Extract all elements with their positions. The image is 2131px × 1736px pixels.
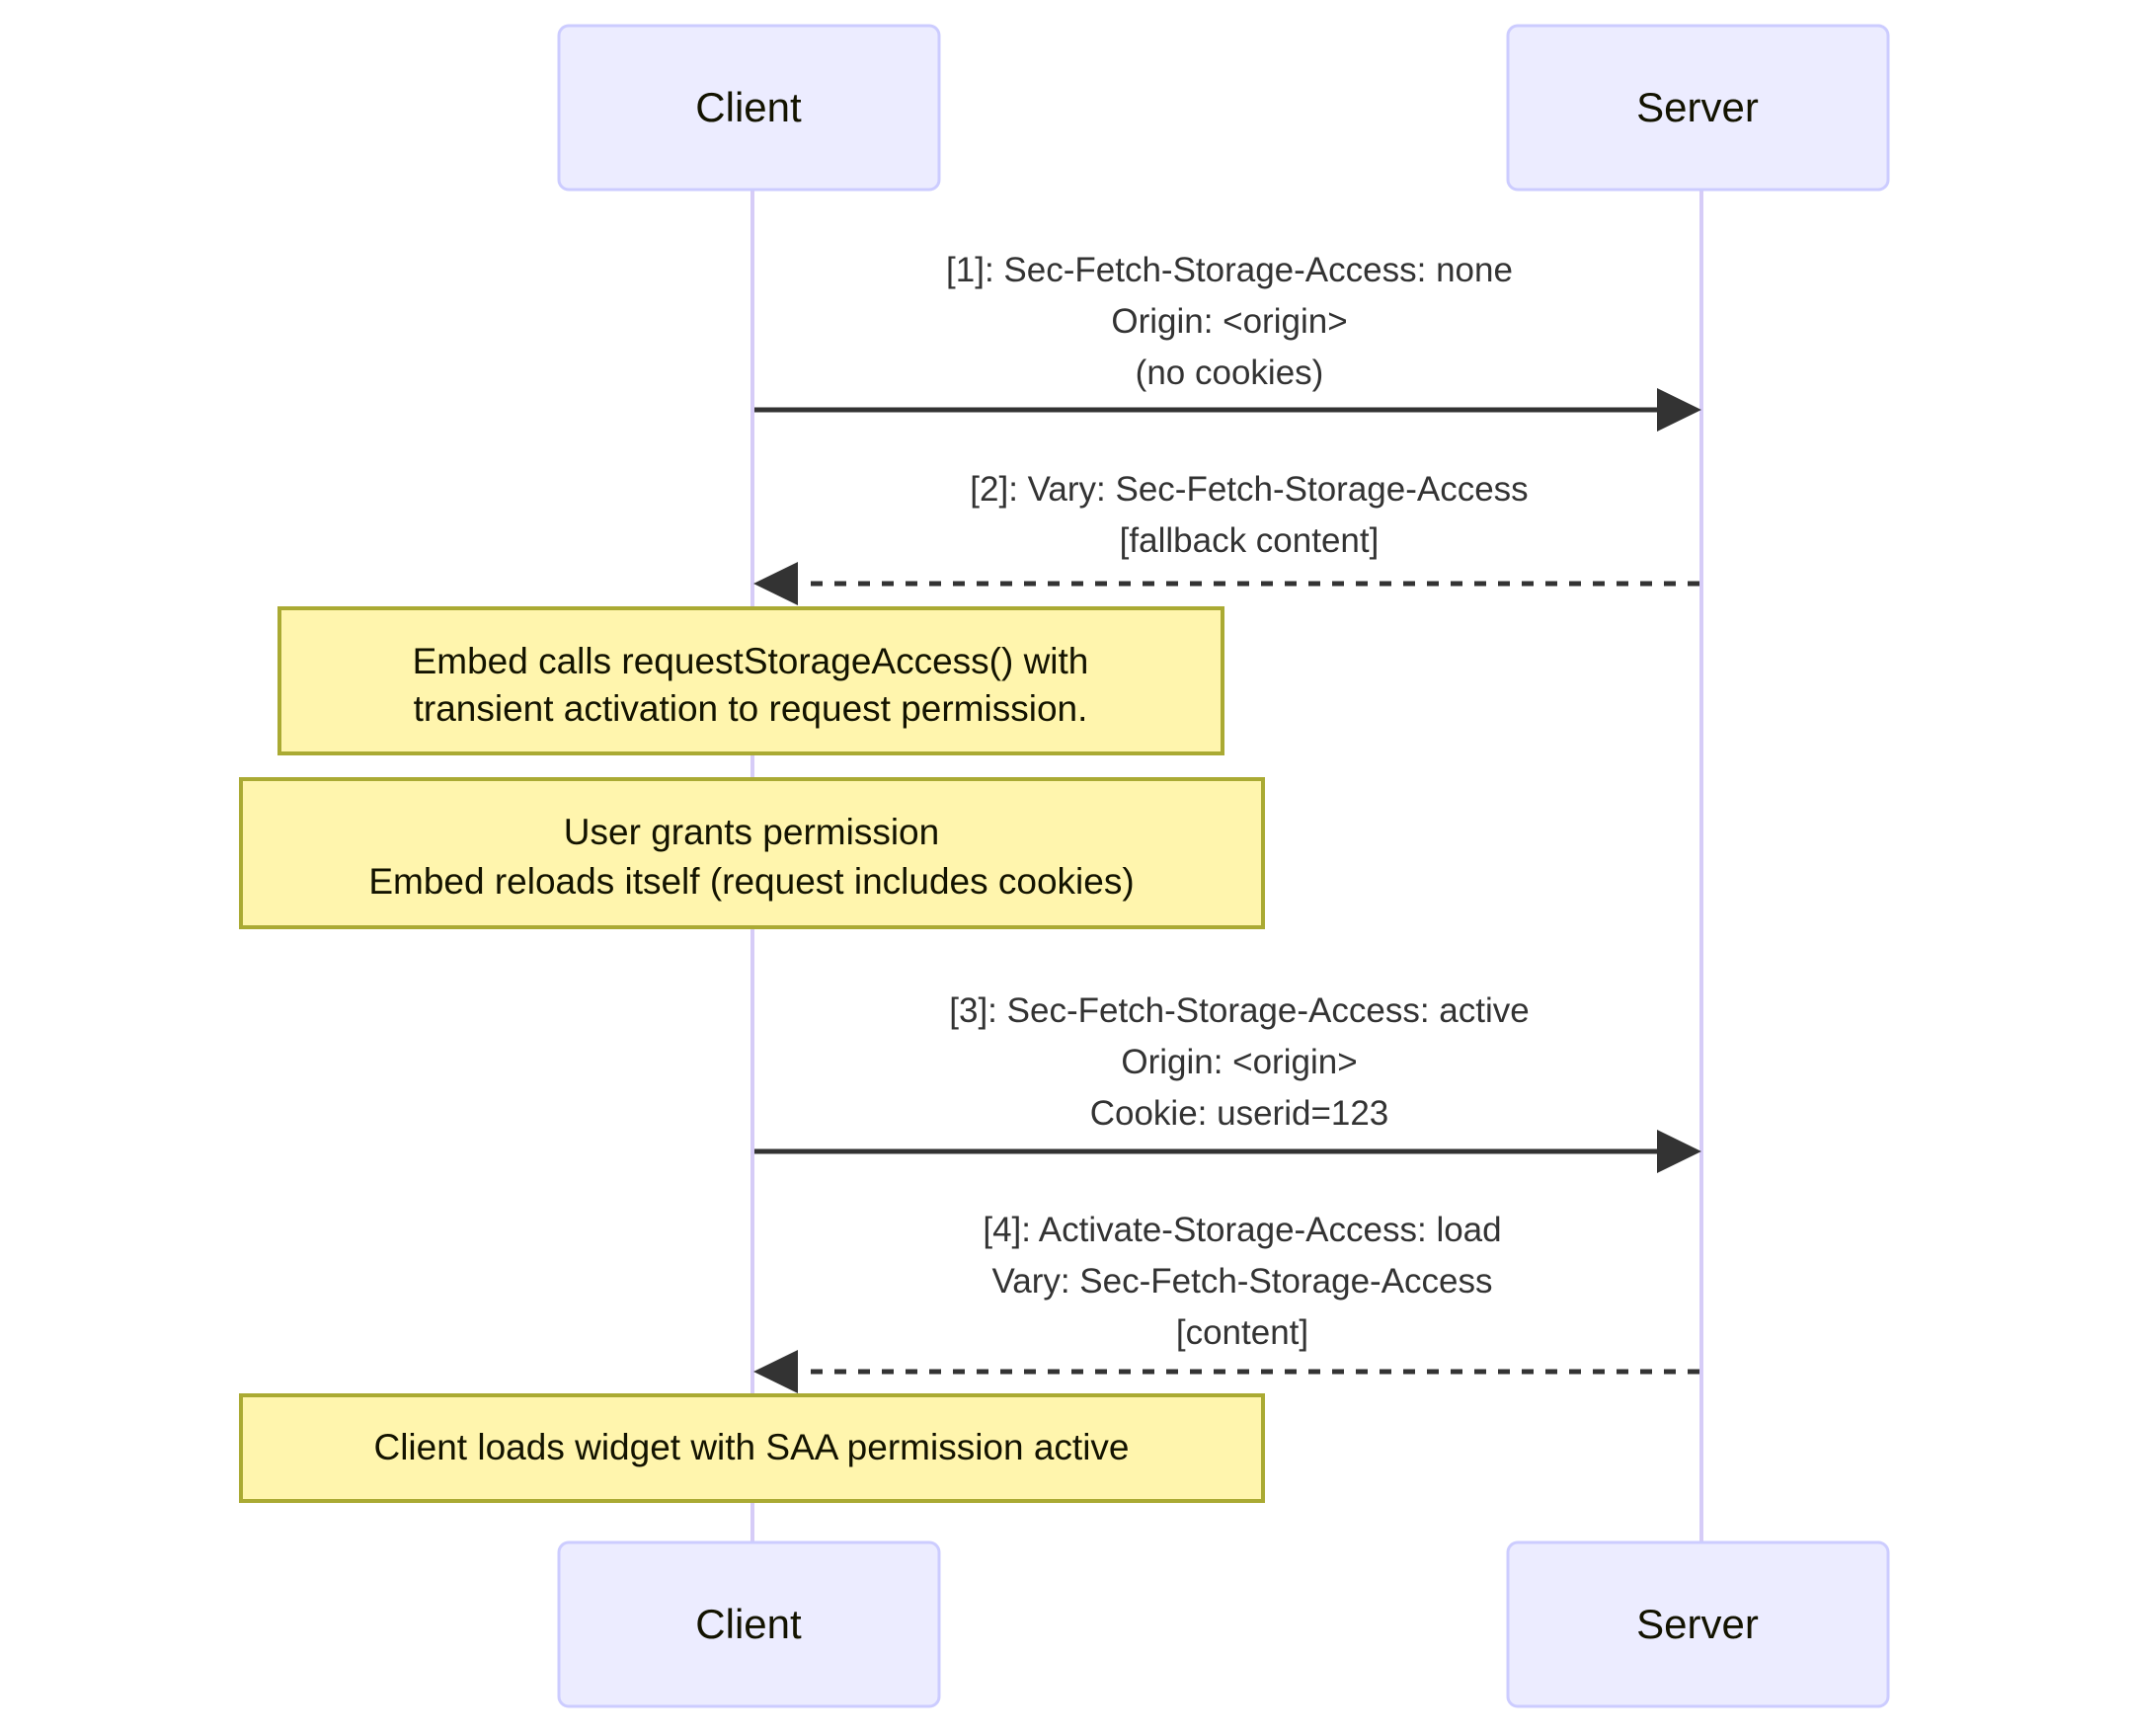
message-1[interactable]: [1]: Sec-Fetch-Storage-Access: none Orig…	[754, 251, 1701, 432]
note-1-box	[277, 606, 1224, 755]
message-3-line-2: Origin: <origin>	[1121, 1043, 1357, 1081]
message-4-arrowhead-icon	[753, 1350, 798, 1393]
message-1-line-1: [1]: Sec-Fetch-Storage-Access: none	[946, 251, 1513, 289]
actor-client-top[interactable]: Client	[557, 24, 941, 192]
message-1-line-2: Origin: <origin>	[1111, 302, 1347, 341]
actor-box-client-bottom[interactable]	[557, 1540, 941, 1708]
message-4[interactable]: [4]: Activate-Storage-Access: load Vary:…	[753, 1211, 1699, 1393]
actor-label-server-top: Server	[1636, 84, 1759, 130]
note-1: Embed calls requestStorageAccess() with …	[277, 606, 1224, 755]
actor-label-client-bottom: Client	[695, 1601, 802, 1647]
actor-server-bottom[interactable]: Server	[1506, 1540, 1890, 1708]
note-1-line-1: Embed calls requestStorageAccess() with	[413, 641, 1089, 681]
note-3-box	[239, 1393, 1265, 1503]
message-2-line-2: [fallback content]	[1120, 521, 1380, 560]
message-3[interactable]: [3]: Sec-Fetch-Storage-Access: active Or…	[754, 991, 1701, 1173]
actor-box-server-top[interactable]	[1506, 24, 1890, 192]
message-2-line-1: [2]: Vary: Sec-Fetch-Storage-Access	[970, 470, 1528, 509]
note-2-box	[239, 777, 1265, 929]
actor-server-top[interactable]: Server	[1506, 24, 1890, 192]
note-3-line-1: Client loads widget with SAA permission …	[373, 1427, 1129, 1467]
note-3: Client loads widget with SAA permission …	[239, 1393, 1265, 1503]
message-1-arrowhead-icon	[1657, 388, 1701, 432]
message-3-line-1: [3]: Sec-Fetch-Storage-Access: active	[949, 991, 1529, 1030]
message-2-arrowhead-icon	[753, 562, 798, 605]
message-4-line-1: [4]: Activate-Storage-Access: load	[983, 1211, 1501, 1249]
actor-client-bottom[interactable]: Client	[557, 1540, 941, 1708]
message-4-line-2: Vary: Sec-Fetch-Storage-Access	[991, 1262, 1492, 1301]
message-3-line-3: Cookie: userid=123	[1090, 1094, 1389, 1133]
message-4-line-3: [content]	[1176, 1313, 1308, 1352]
note-2-line-2: Embed reloads itself (request includes c…	[368, 861, 1134, 902]
actor-label-server-bottom: Server	[1636, 1601, 1759, 1647]
actor-box-server-bottom[interactable]	[1506, 1540, 1890, 1708]
message-2[interactable]: [2]: Vary: Sec-Fetch-Storage-Access [fal…	[753, 470, 1699, 605]
note-1-line-2: transient activation to request permissi…	[414, 688, 1088, 729]
note-2: User grants permission Embed reloads its…	[239, 777, 1265, 929]
actor-label-client-top: Client	[695, 84, 802, 130]
note-2-line-1: User grants permission	[564, 812, 939, 852]
message-3-arrowhead-icon	[1657, 1130, 1701, 1173]
message-1-line-3: (no cookies)	[1136, 354, 1324, 392]
actor-box-client-top[interactable]	[557, 24, 941, 192]
